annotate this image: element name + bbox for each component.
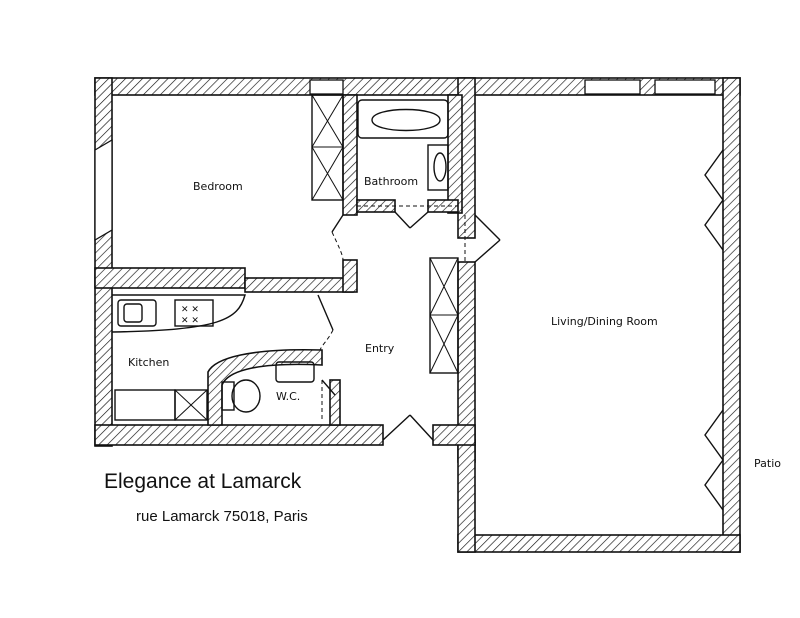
- closets: [311, 94, 459, 374]
- label-bathroom: Bathroom: [364, 175, 418, 188]
- plan-title: Elegance at Lamarck: [104, 470, 302, 493]
- windows: [94, 79, 724, 511]
- doors: [317, 205, 501, 441]
- room-labels: Bedroom Bathroom Living/Dining Room Kitc…: [128, 175, 781, 470]
- plan-address: rue Lamarck 75018, Paris: [136, 508, 308, 525]
- svg-text:✕ ✕: ✕ ✕: [181, 305, 199, 315]
- label-wc: W.C.: [276, 390, 300, 403]
- bathroom-fixtures: [357, 99, 449, 191]
- label-entry: Entry: [365, 342, 395, 355]
- label-bedroom: Bedroom: [193, 180, 243, 193]
- kitchen-fixtures: ✕ ✕ ✕ ✕: [111, 294, 246, 421]
- label-patio: Patio: [754, 457, 781, 470]
- svg-text:✕ ✕: ✕ ✕: [181, 316, 199, 326]
- label-living: Living/Dining Room: [551, 315, 658, 328]
- walls: [94, 77, 741, 553]
- label-kitchen: Kitchen: [128, 356, 169, 369]
- wc-fixtures: [207, 348, 323, 426]
